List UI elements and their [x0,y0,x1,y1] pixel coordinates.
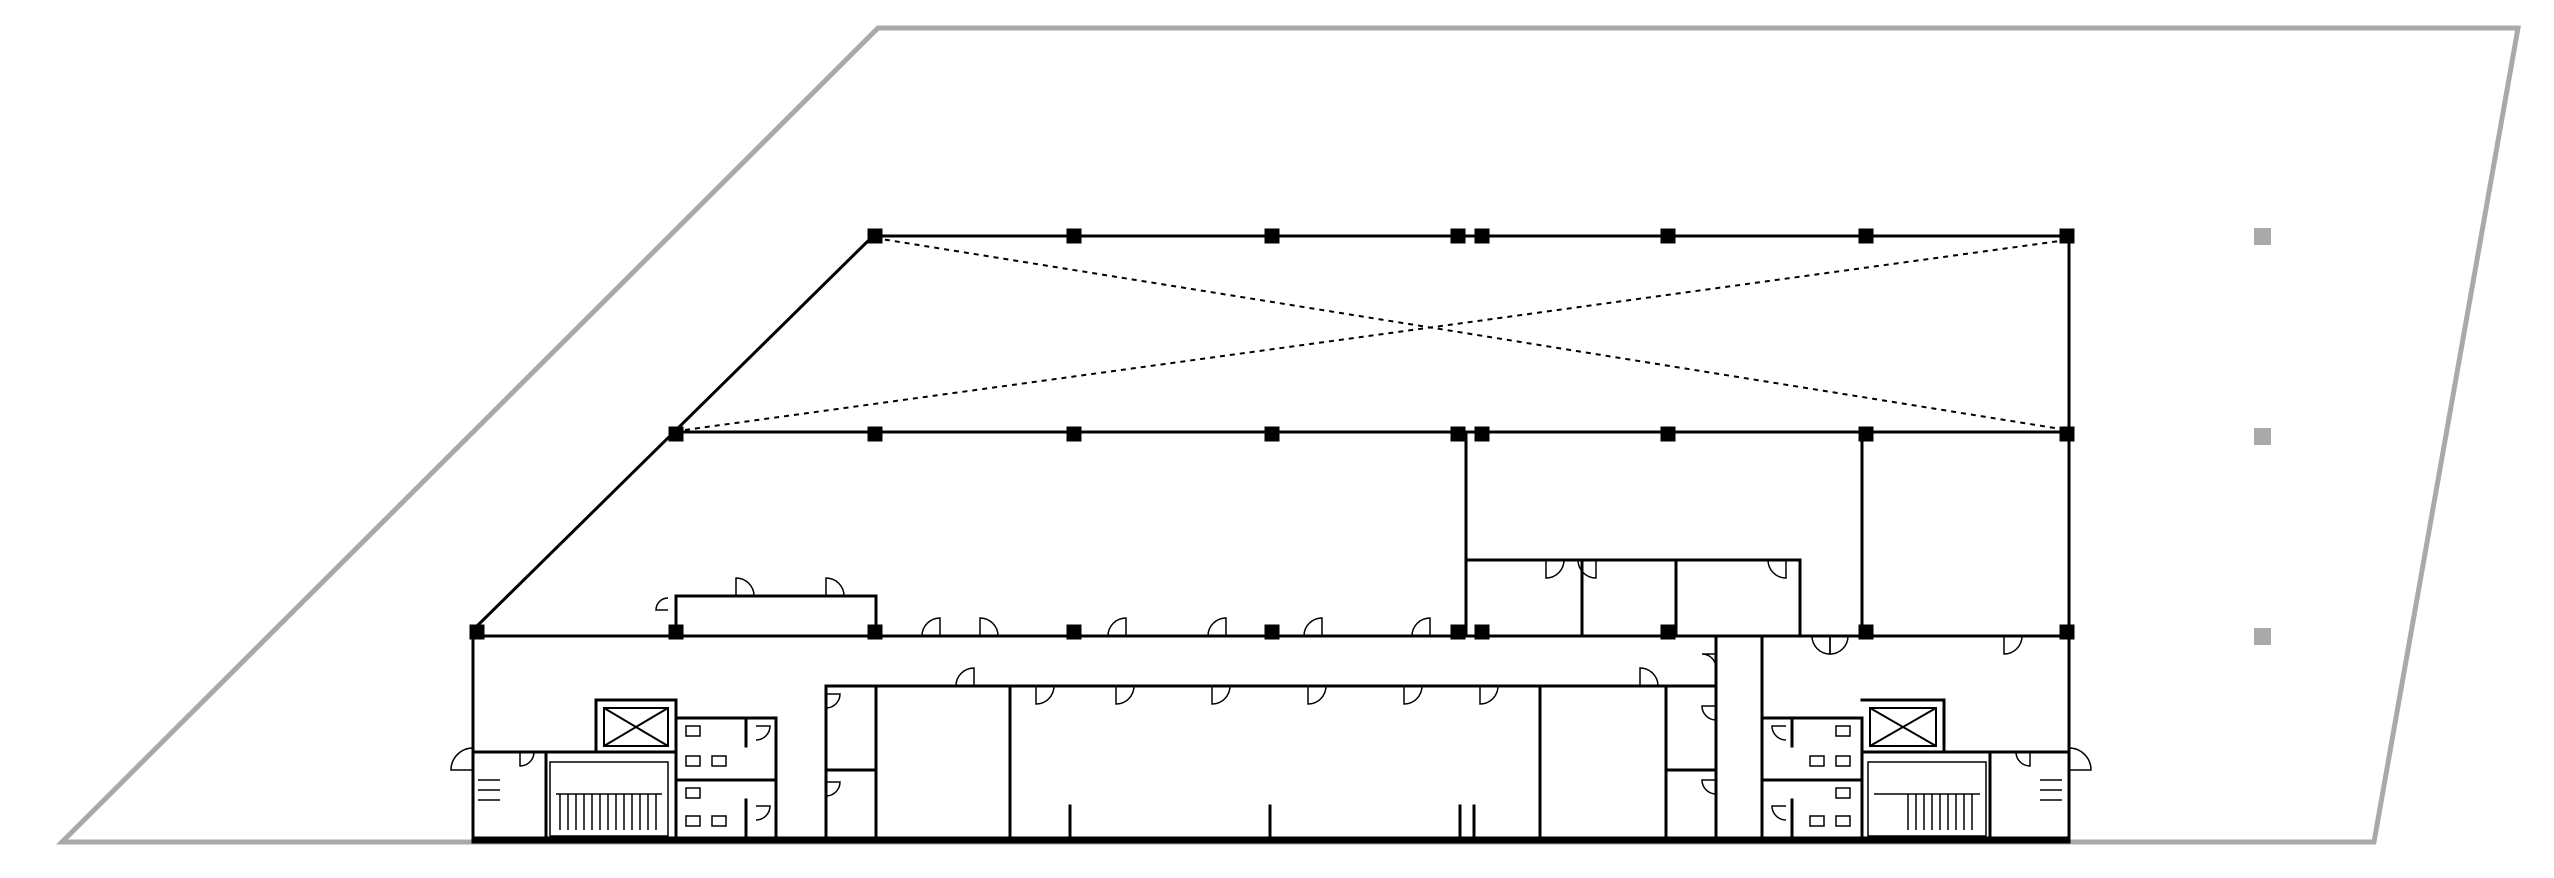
structural-column [2059,228,2075,244]
structural-column [2059,624,2075,640]
structural-column [1858,624,1874,640]
upper-partitions [674,430,1864,638]
east-core [1760,698,2071,844]
toilet-icon [1809,725,1851,827]
void-marker [669,237,2068,433]
structural-column [668,624,684,640]
structural-column [1450,426,1466,442]
exterior-columns [2254,228,2271,645]
structural-column [2059,426,2075,442]
structural-column [1660,624,1676,640]
structural-column [469,624,485,640]
lower-partitions [824,634,1764,844]
lift-icon [603,707,669,747]
building-outline [470,234,2071,844]
structural-column [1474,624,1490,640]
structural-column [867,426,883,442]
door-swings [450,559,2092,821]
structural-column [1660,426,1676,442]
site-boundary [55,25,2521,845]
structural-column [1264,426,1280,442]
toilet-icon [685,725,727,827]
structural-column [1264,228,1280,244]
structural-column [1066,426,1082,442]
structural-columns [469,228,2075,640]
structural-column [1066,624,1082,640]
structural-column [1066,228,1082,244]
structural-column [1474,426,1490,442]
structural-column [1450,624,1466,640]
structural-column [1660,228,1676,244]
west-core [471,698,778,844]
structural-column [1474,228,1490,244]
structural-column [867,624,883,640]
structural-column [867,228,883,244]
structural-column [1858,228,1874,244]
structural-column [1450,228,1466,244]
structural-column [668,426,684,442]
stair-icon [1867,761,2062,837]
lift-icon [1869,707,1937,747]
stair-icon [478,761,669,837]
structural-column [1858,426,1874,442]
structural-column [1264,624,1280,640]
